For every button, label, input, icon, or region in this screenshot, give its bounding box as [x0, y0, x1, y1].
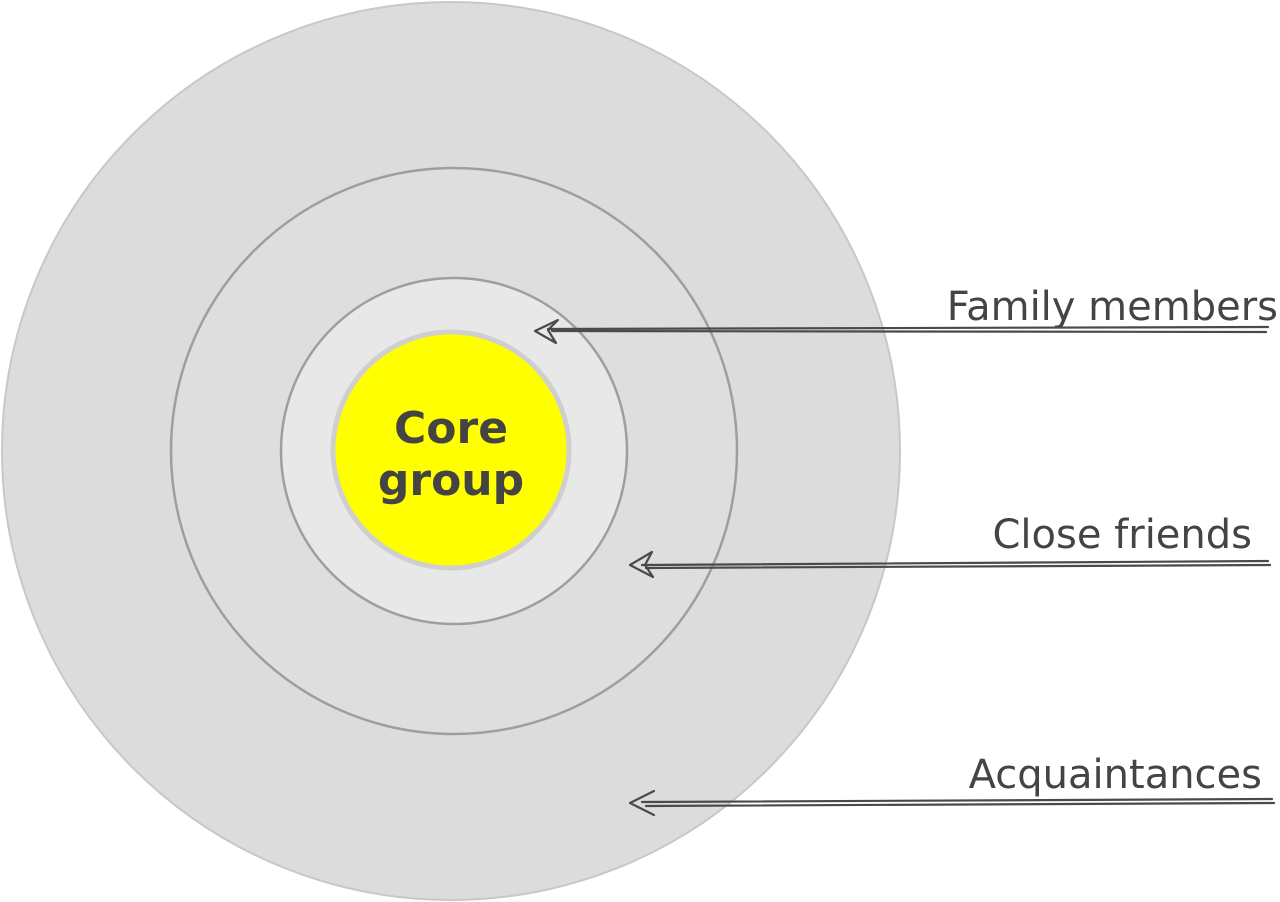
acquaintances-arrow — [628, 789, 1276, 817]
family-members-arrow — [533, 318, 1270, 345]
core-group-label-line2: group — [378, 455, 524, 506]
family-members-label: Family members — [947, 284, 1278, 330]
close-friends-label: Close friends — [992, 512, 1252, 558]
core-group-label-line1: Core — [394, 403, 508, 454]
close-friends-arrow — [628, 550, 1272, 579]
core-group-circle — [330, 329, 572, 571]
acquaintances-label: Acquaintances — [969, 752, 1262, 798]
